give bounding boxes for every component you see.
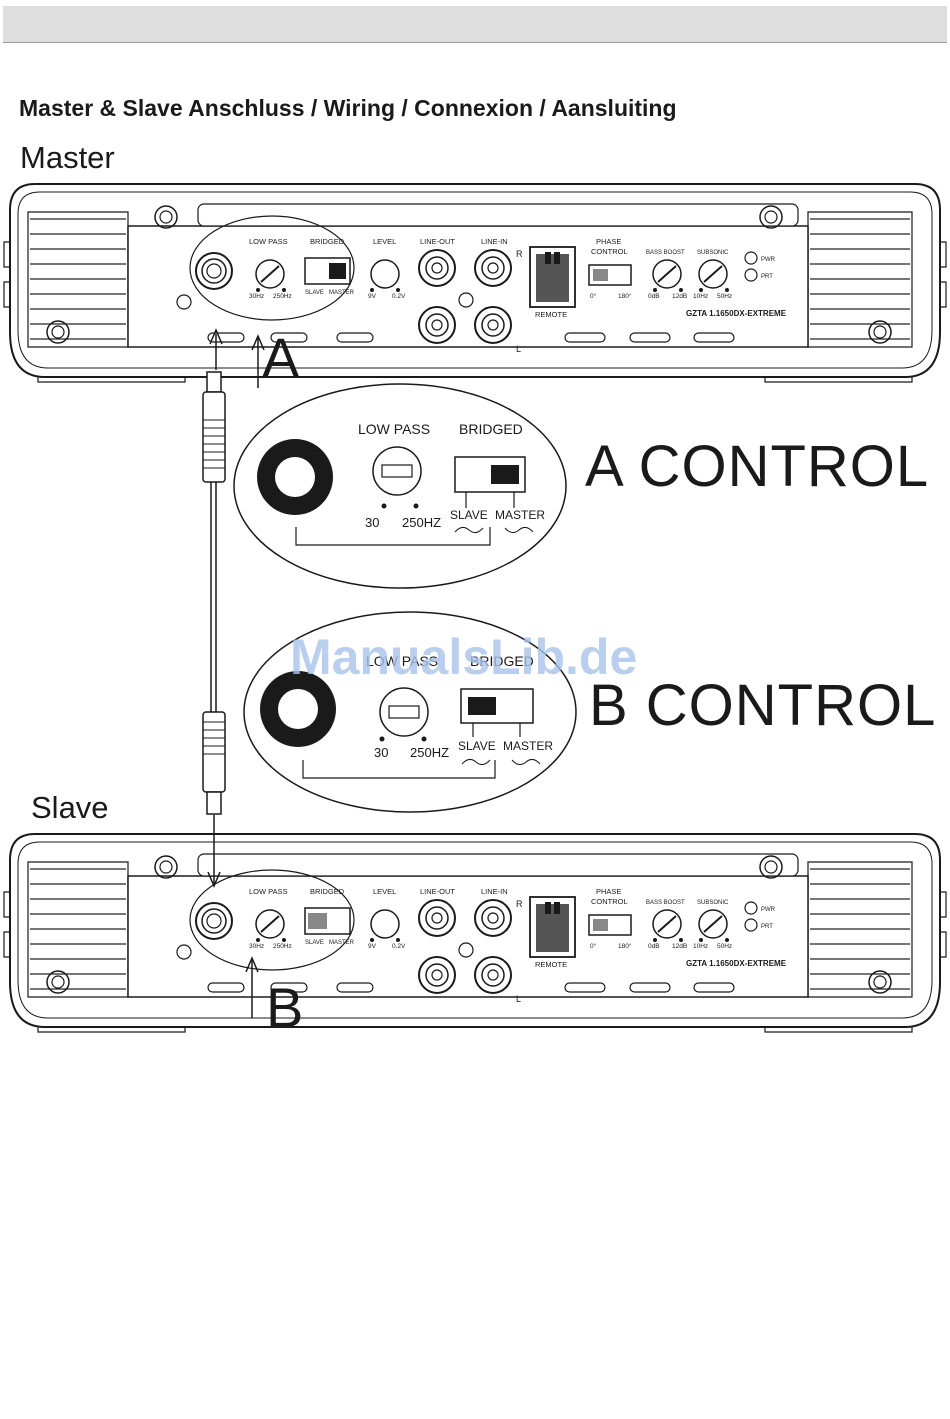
master-bridged-label: BRIDGED [310,237,345,246]
slave-0db-label: 0dB [648,943,660,950]
slave-r-label: R [516,899,523,909]
slave-l-label: L [516,994,521,1004]
master-control-label: CONTROL [591,247,628,256]
master-low-pass-label: LOW PASS [249,237,288,246]
master-line-out-label: LINE-OUT [420,237,455,246]
a-30-label: 30 [365,515,379,530]
slave-250hz-label: 250Hz [273,943,292,950]
master-l-label: L [516,344,521,354]
slave-line-out-label: LINE-OUT [420,887,455,896]
master-0-2v-label: 0.2V [392,293,406,300]
slave-slave-label: SLAVE [305,940,324,946]
slave-9v-label: 9V [368,943,377,950]
b-250hz-label: 250HZ [410,745,449,760]
master-10hz-label: 10Hz [693,293,708,300]
point-a-label: A [262,326,300,389]
slave-low-pass-label: LOW PASS [249,887,288,896]
master-phase-label: PHASE [596,237,621,246]
master-highlight-ellipse [189,215,355,321]
a-bridged-label: BRIDGED [459,421,523,437]
slave-remote-label: REMOTE [535,960,567,969]
master-pwr-label: PWR [761,257,776,263]
master-250hz-label: 250Hz [273,293,292,300]
b-control-title: B CONTROL [589,673,937,738]
slave-bridged-label: BRIDGED [310,887,345,896]
master-label: Master [20,140,115,175]
b-30-label: 30 [374,745,388,760]
master-slave-label: SLAVE [305,290,324,296]
header-bar [3,6,947,43]
slave-highlight-ellipse [189,869,355,971]
master-0db-label: 0dB [648,293,660,300]
slave-10hz-label: 10Hz [693,943,708,950]
master-12db-label: 12dB [672,293,687,300]
slave-30hz-label: 30Hz [249,943,264,950]
master-prt-label: PRT [761,274,773,280]
a-250hz-label: 250HZ [402,515,441,530]
slave-0-2v-label: 0.2V [392,943,406,950]
b-bridged-label: BRIDGED [470,653,534,669]
master-bass-boost-label: BASS BOOST [646,250,685,256]
slave-master-label: MASTER [329,940,355,946]
master-r-label: R [516,249,523,259]
master-level-label: LEVEL [373,237,396,246]
a-control-zoom: LOW PASS BRIDGED 30 250HZ SLAVE MASTER [233,383,567,589]
master-master-label: MASTER [329,290,355,296]
master-9v-label: 9V [368,293,377,300]
slave-50hz-label: 50Hz [717,943,732,950]
page-title: Master & Slave Anschluss / Wiring / Conn… [19,95,677,121]
rca-cable [202,371,226,815]
master-model-label: GZTA 1.1650DX-EXTREME [686,309,787,318]
connection-arrows [207,328,265,1018]
slave-amplifier: LOW PASS BRIDGED LEVEL LINE-OUT LINE-IN … [3,833,947,1033]
slave-line-in-label: LINE-IN [481,887,508,896]
a-control-title: A CONTROL [585,434,930,499]
b-master-label: MASTER [503,739,553,753]
slave-pwr-label: PWR [761,907,776,913]
slave-model-label: GZTA 1.1650DX-EXTREME [686,959,787,968]
slave-control-label: CONTROL [591,897,628,906]
master-line-in-label: LINE-IN [481,237,508,246]
b-control-zoom: LOW PASS BRIDGED 30 250HZ SLAVE MASTER [243,611,577,813]
point-b-label: B [266,976,304,1039]
slave-label: Slave [31,790,109,825]
master-0deg-label: 0° [590,292,597,300]
slave-phase-label: PHASE [596,887,621,896]
master-subsonic-label: SUBSONIC [697,250,729,256]
slave-12db-label: 12dB [672,943,687,950]
watermark: ManualsLib.de [290,629,638,685]
a-slave-label: SLAVE [450,508,488,522]
b-low-pass-label: LOW PASS [366,653,438,669]
master-180deg-label: 180° [618,292,632,300]
slave-level-label: LEVEL [373,887,396,896]
a-low-pass-label: LOW PASS [358,421,430,437]
master-amplifier: LOW PASS BRIDGED LEVEL LINE-OUT LINE-IN … [3,183,947,383]
slave-0deg-label: 0° [590,942,597,950]
slave-subsonic-label: SUBSONIC [697,900,729,906]
slave-bass-boost-label: BASS BOOST [646,900,685,906]
master-30hz-label: 30Hz [249,293,264,300]
master-remote-label: REMOTE [535,310,567,319]
b-slave-label: SLAVE [458,739,496,753]
master-50hz-label: 50Hz [717,293,732,300]
slave-180deg-label: 180° [618,942,632,950]
slave-prt-label: PRT [761,924,773,930]
a-master-label: MASTER [495,508,545,522]
